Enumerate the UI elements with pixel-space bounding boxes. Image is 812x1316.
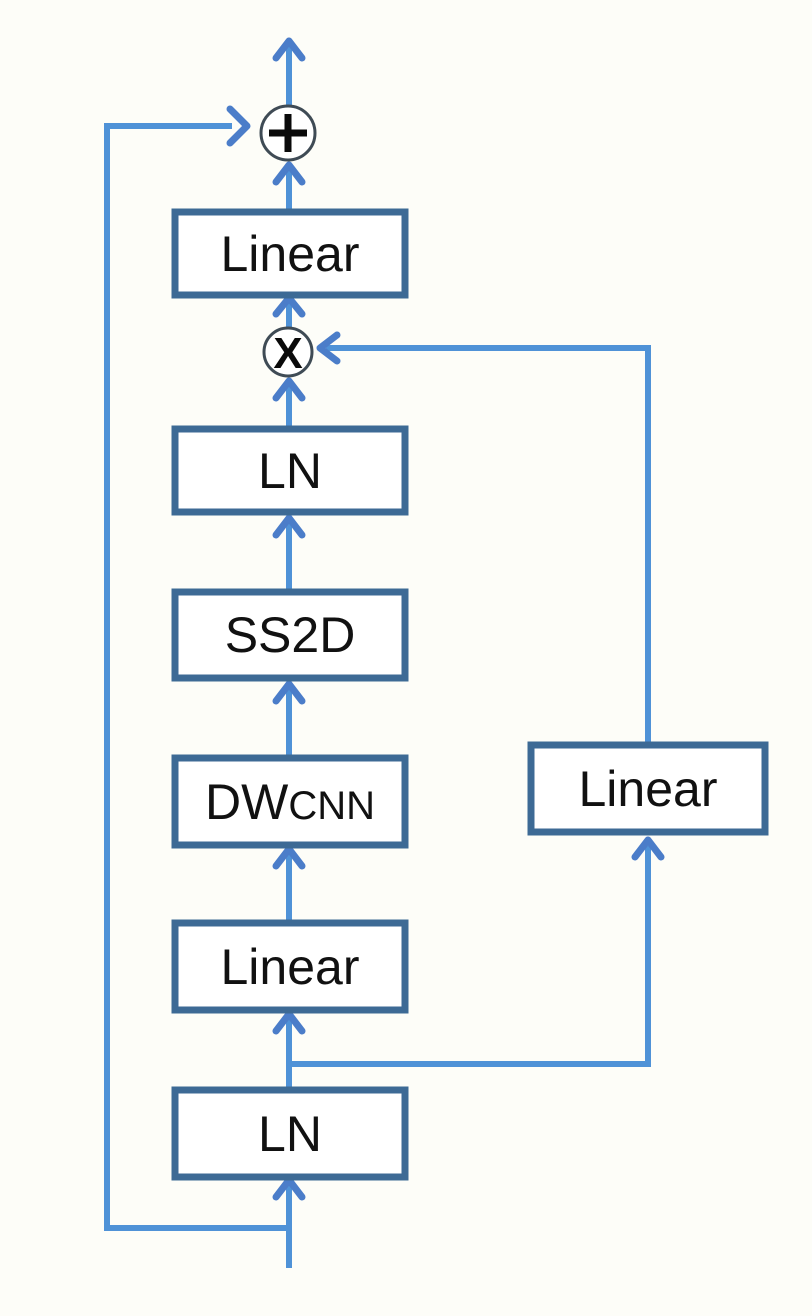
node-ss2d: SS2D [171, 588, 409, 682]
ss2d-box [171, 588, 409, 682]
node-dwcnn: DWCNN [171, 754, 409, 849]
arrowhead-up-icon [272, 1010, 306, 1035]
arrow-linear-to-add [272, 161, 306, 212]
gate-branch-upper [316, 331, 651, 747]
multiply-circle [262, 326, 314, 378]
node-linear-input: Linear [171, 919, 409, 1014]
gate-branch-lower-line [292, 846, 651, 1067]
arrow-output [272, 37, 306, 106]
arrow-multiply-to-linear [272, 294, 306, 328]
arrowhead-up-icon [272, 161, 306, 186]
dwcnn-label-prefix: DW [205, 774, 289, 830]
arrow-linear-to-dwcnn [272, 845, 306, 923]
linear-output-box [171, 208, 409, 299]
ln-upper-box [171, 425, 409, 516]
add-operator [259, 104, 317, 162]
arrowhead-right-icon [226, 105, 251, 147]
skip-connection-line [104, 123, 292, 1231]
gate-branch-upper-line [326, 345, 651, 747]
node-linear-output: Linear [171, 208, 409, 299]
arrowhead-up-icon [272, 680, 306, 705]
arrow-ln-to-linear [272, 1010, 306, 1090]
arrow-dwcnn-to-ss2d [272, 680, 306, 758]
multiply-icon: X [273, 329, 302, 378]
dwcnn-label-suffix: CNN [288, 784, 375, 828]
linear-gate-label: Linear [579, 761, 718, 817]
skip-connection [104, 105, 292, 1231]
linear-input-box [171, 919, 409, 1014]
ln-input-box [171, 1086, 409, 1181]
node-linear-gate: Linear [527, 741, 769, 836]
arrowhead-up-icon [272, 514, 306, 539]
arrow-input [272, 1176, 306, 1268]
dwcnn-label: DWCNN [205, 774, 375, 830]
arrowhead-up-icon [272, 377, 306, 402]
dwcnn-box [171, 754, 409, 849]
gate-branch-lower [292, 836, 665, 1067]
linear-input-label: Linear [221, 939, 360, 995]
linear-gate-box [527, 741, 769, 836]
ss2d-label: SS2D [225, 607, 356, 663]
arrow-ln-to-multiply [272, 377, 306, 429]
arrow-ss2d-to-ln [272, 514, 306, 592]
node-ln-upper: LN [171, 425, 409, 516]
arrowhead-up-icon [631, 836, 665, 861]
arrowhead-up-icon [272, 37, 306, 62]
ln-upper-label: LN [258, 443, 322, 499]
node-ln-input: LN [171, 1086, 409, 1181]
linear-output-label: Linear [221, 226, 360, 282]
multiply-operator: X [262, 326, 314, 378]
arrowhead-left-icon [316, 331, 341, 365]
arrowhead-up-icon [272, 845, 306, 870]
ln-input-label: LN [258, 1106, 322, 1162]
